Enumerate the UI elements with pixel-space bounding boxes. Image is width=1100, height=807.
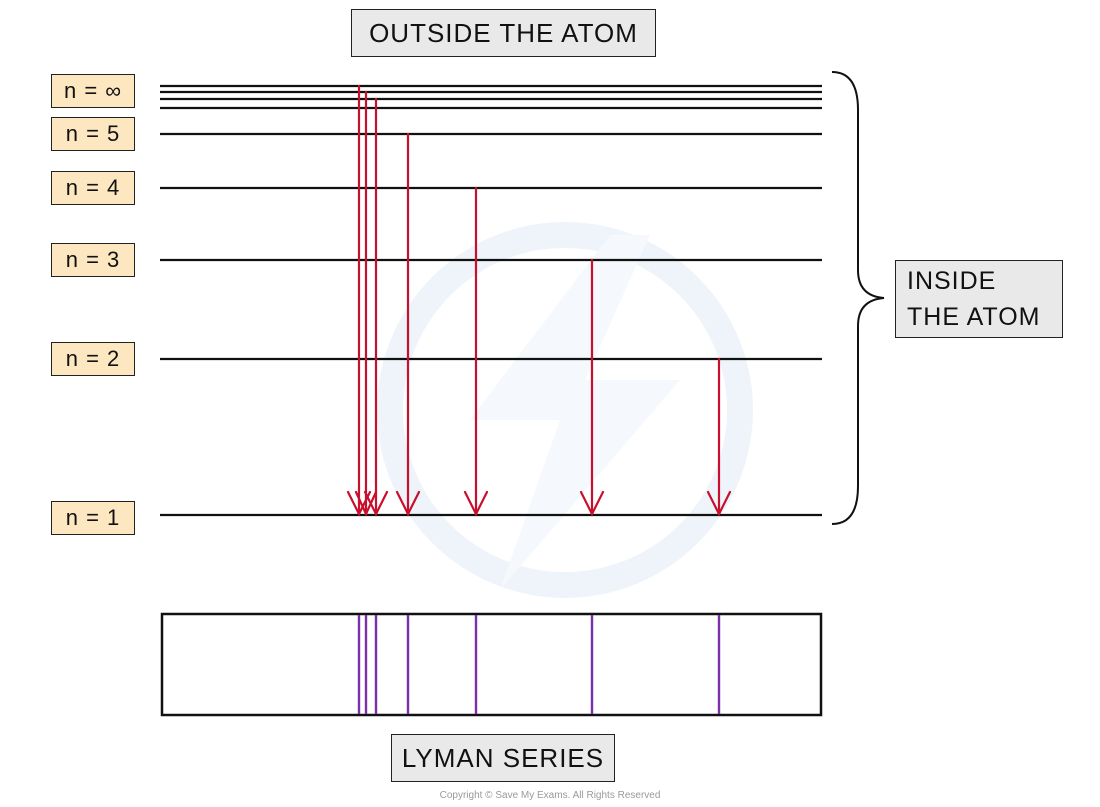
transition-arrows	[346, 84, 732, 517]
inside-atom-line1: INSIDE	[907, 267, 997, 295]
energy-levels	[160, 84, 822, 517]
arrow-n2-n1	[706, 357, 732, 517]
inside-atom-brace	[831, 71, 885, 525]
level-label-n2: n = 2	[51, 342, 135, 376]
arrow-inf-2	[354, 90, 378, 517]
inside-atom-line2: THE ATOM	[907, 303, 1041, 331]
level-label-n1: n = 1	[51, 501, 135, 535]
level-label-n4: n = 4	[51, 171, 135, 205]
spectrum-box	[160, 612, 823, 717]
watermark-logo	[377, 222, 753, 598]
spectral-lines	[357, 615, 721, 714]
copyright-notice: Copyright © Save My Exams. All Rights Re…	[439, 790, 661, 801]
level-label-n3: n = 3	[51, 243, 135, 277]
level-label-n-infinity: n = ∞	[51, 74, 135, 108]
arrow-n5-n1	[395, 132, 421, 517]
arrow-n4-n1	[463, 186, 489, 517]
outside-atom-label: OUTSIDE THE ATOM	[351, 9, 656, 57]
arrow-n3-n1	[579, 258, 605, 517]
arrow-inf-3	[363, 97, 389, 517]
series-label: LYMAN SERIES	[391, 734, 615, 782]
inside-atom-label: INSIDE THE ATOM	[895, 260, 1063, 338]
level-label-n5: n = 5	[51, 117, 135, 151]
